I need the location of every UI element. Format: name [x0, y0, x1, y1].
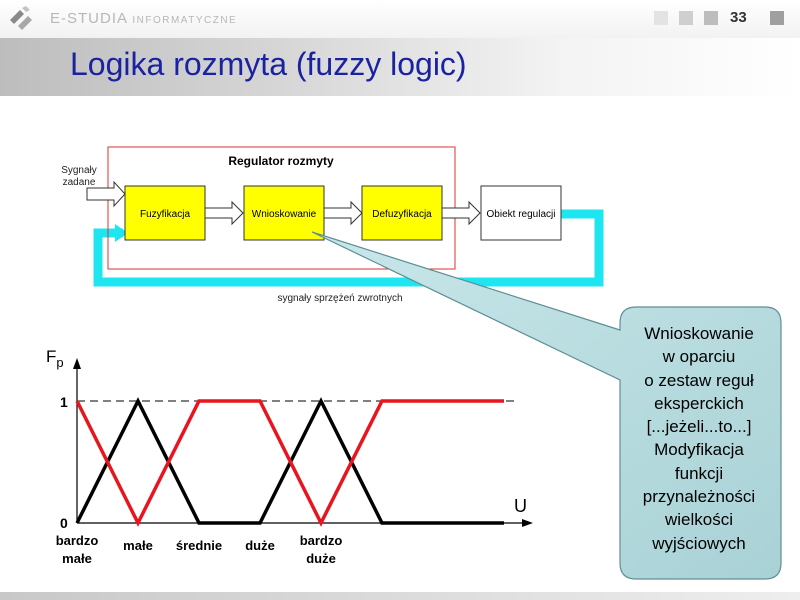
x-tick-label: małe [62, 551, 92, 566]
y-tick-1: 1 [60, 394, 68, 410]
callout-text: Wnioskowanie w oparciu o zestaw reguł ek… [624, 322, 774, 555]
regulator-title: Regulator rozmyty [228, 154, 334, 168]
x-tick-label: duże [306, 551, 336, 566]
x-axis-label: U [514, 496, 527, 516]
series-line-red [75, 399, 504, 527]
callout-line: Modyfikacja [654, 440, 744, 460]
header-bar: E-STUDIA INFORMATYCZNE 33 [0, 0, 800, 38]
y-tick-0: 0 [60, 515, 68, 531]
callout-line: Wnioskowanie [644, 324, 754, 343]
block-obiekt-regulacji: Obiekt regulacji [480, 185, 562, 241]
block-label-defuzyfikacja: Defuzyfikacja [372, 209, 432, 220]
x-tick-label: małe [123, 538, 153, 553]
block-label-obiekt: Obiekt regulacji [487, 209, 556, 220]
input-label-line1: Sygnały [61, 165, 97, 176]
block-defuzyfikacja: Defuzyfikacja [361, 185, 443, 241]
title-band [0, 38, 800, 96]
nav-square-3[interactable] [704, 11, 718, 25]
x-tick-label: średnie [176, 538, 222, 553]
callout-line: o zestaw reguł [644, 370, 754, 390]
arrow-wnioskowanie-to-defuzyfikacja [323, 200, 363, 226]
y-axis-arrowhead [73, 358, 81, 369]
brand-sub: INFORMATYCZNE [132, 15, 238, 26]
nav-square-2[interactable] [679, 11, 693, 25]
y-axis-label: Fp [46, 347, 64, 370]
callout-line: w oparciu [662, 347, 736, 367]
callout-line: przynależności [642, 487, 756, 507]
block-label-wnioskowanie: Wnioskowanie [252, 209, 317, 220]
series-layer [75, 397, 517, 527]
input-arrow [86, 180, 126, 208]
x-tick-label: bardzo [300, 533, 343, 548]
x-tick-label: duże [245, 538, 275, 553]
series-line-black [75, 397, 504, 525]
callout-line: [...jeżeli...to...] [646, 417, 752, 437]
callout-line: eksperckich [654, 393, 744, 413]
callout-line: wielkości [664, 510, 734, 530]
slide-title: Logika rozmyta (fuzzy logic) [70, 46, 467, 82]
block-label-fuzyfikacja: Fuzyfikacja [140, 209, 190, 220]
block-fuzyfikacja: Fuzyfikacja [124, 185, 206, 241]
callout-line: funkcji [674, 463, 724, 483]
logo-icon [10, 6, 32, 30]
brand-main: E-STUDIA [50, 10, 128, 27]
arrow-fuzyfikacja-to-wnioskowanie [204, 200, 244, 226]
x-tick-label: bardzo [56, 533, 99, 548]
feedback-arrowhead [115, 224, 128, 242]
arrow-defuzyfikacja-to-obiekt [441, 200, 481, 226]
feedback-label: sygnały sprzężeń zwrotnych [277, 293, 402, 304]
brand-name: E-STUDIA INFORMATYCZNE [50, 10, 237, 27]
input-label-line2: zadane [63, 177, 96, 188]
callout-bubble [311, 231, 782, 580]
nav-square-1[interactable] [654, 11, 668, 25]
block-wnioskowanie: Wnioskowanie [243, 185, 325, 241]
x-tick-labels: bardzo małe małe średnie duże bardzo duże [56, 533, 343, 566]
nav-square-4[interactable] [770, 11, 784, 25]
page-number: 33 [730, 9, 747, 26]
feedback-loop [93, 209, 604, 287]
callout-line: wyjściowych [652, 533, 746, 553]
x-axis-arrowhead [522, 519, 533, 527]
footer-bar [0, 592, 800, 600]
